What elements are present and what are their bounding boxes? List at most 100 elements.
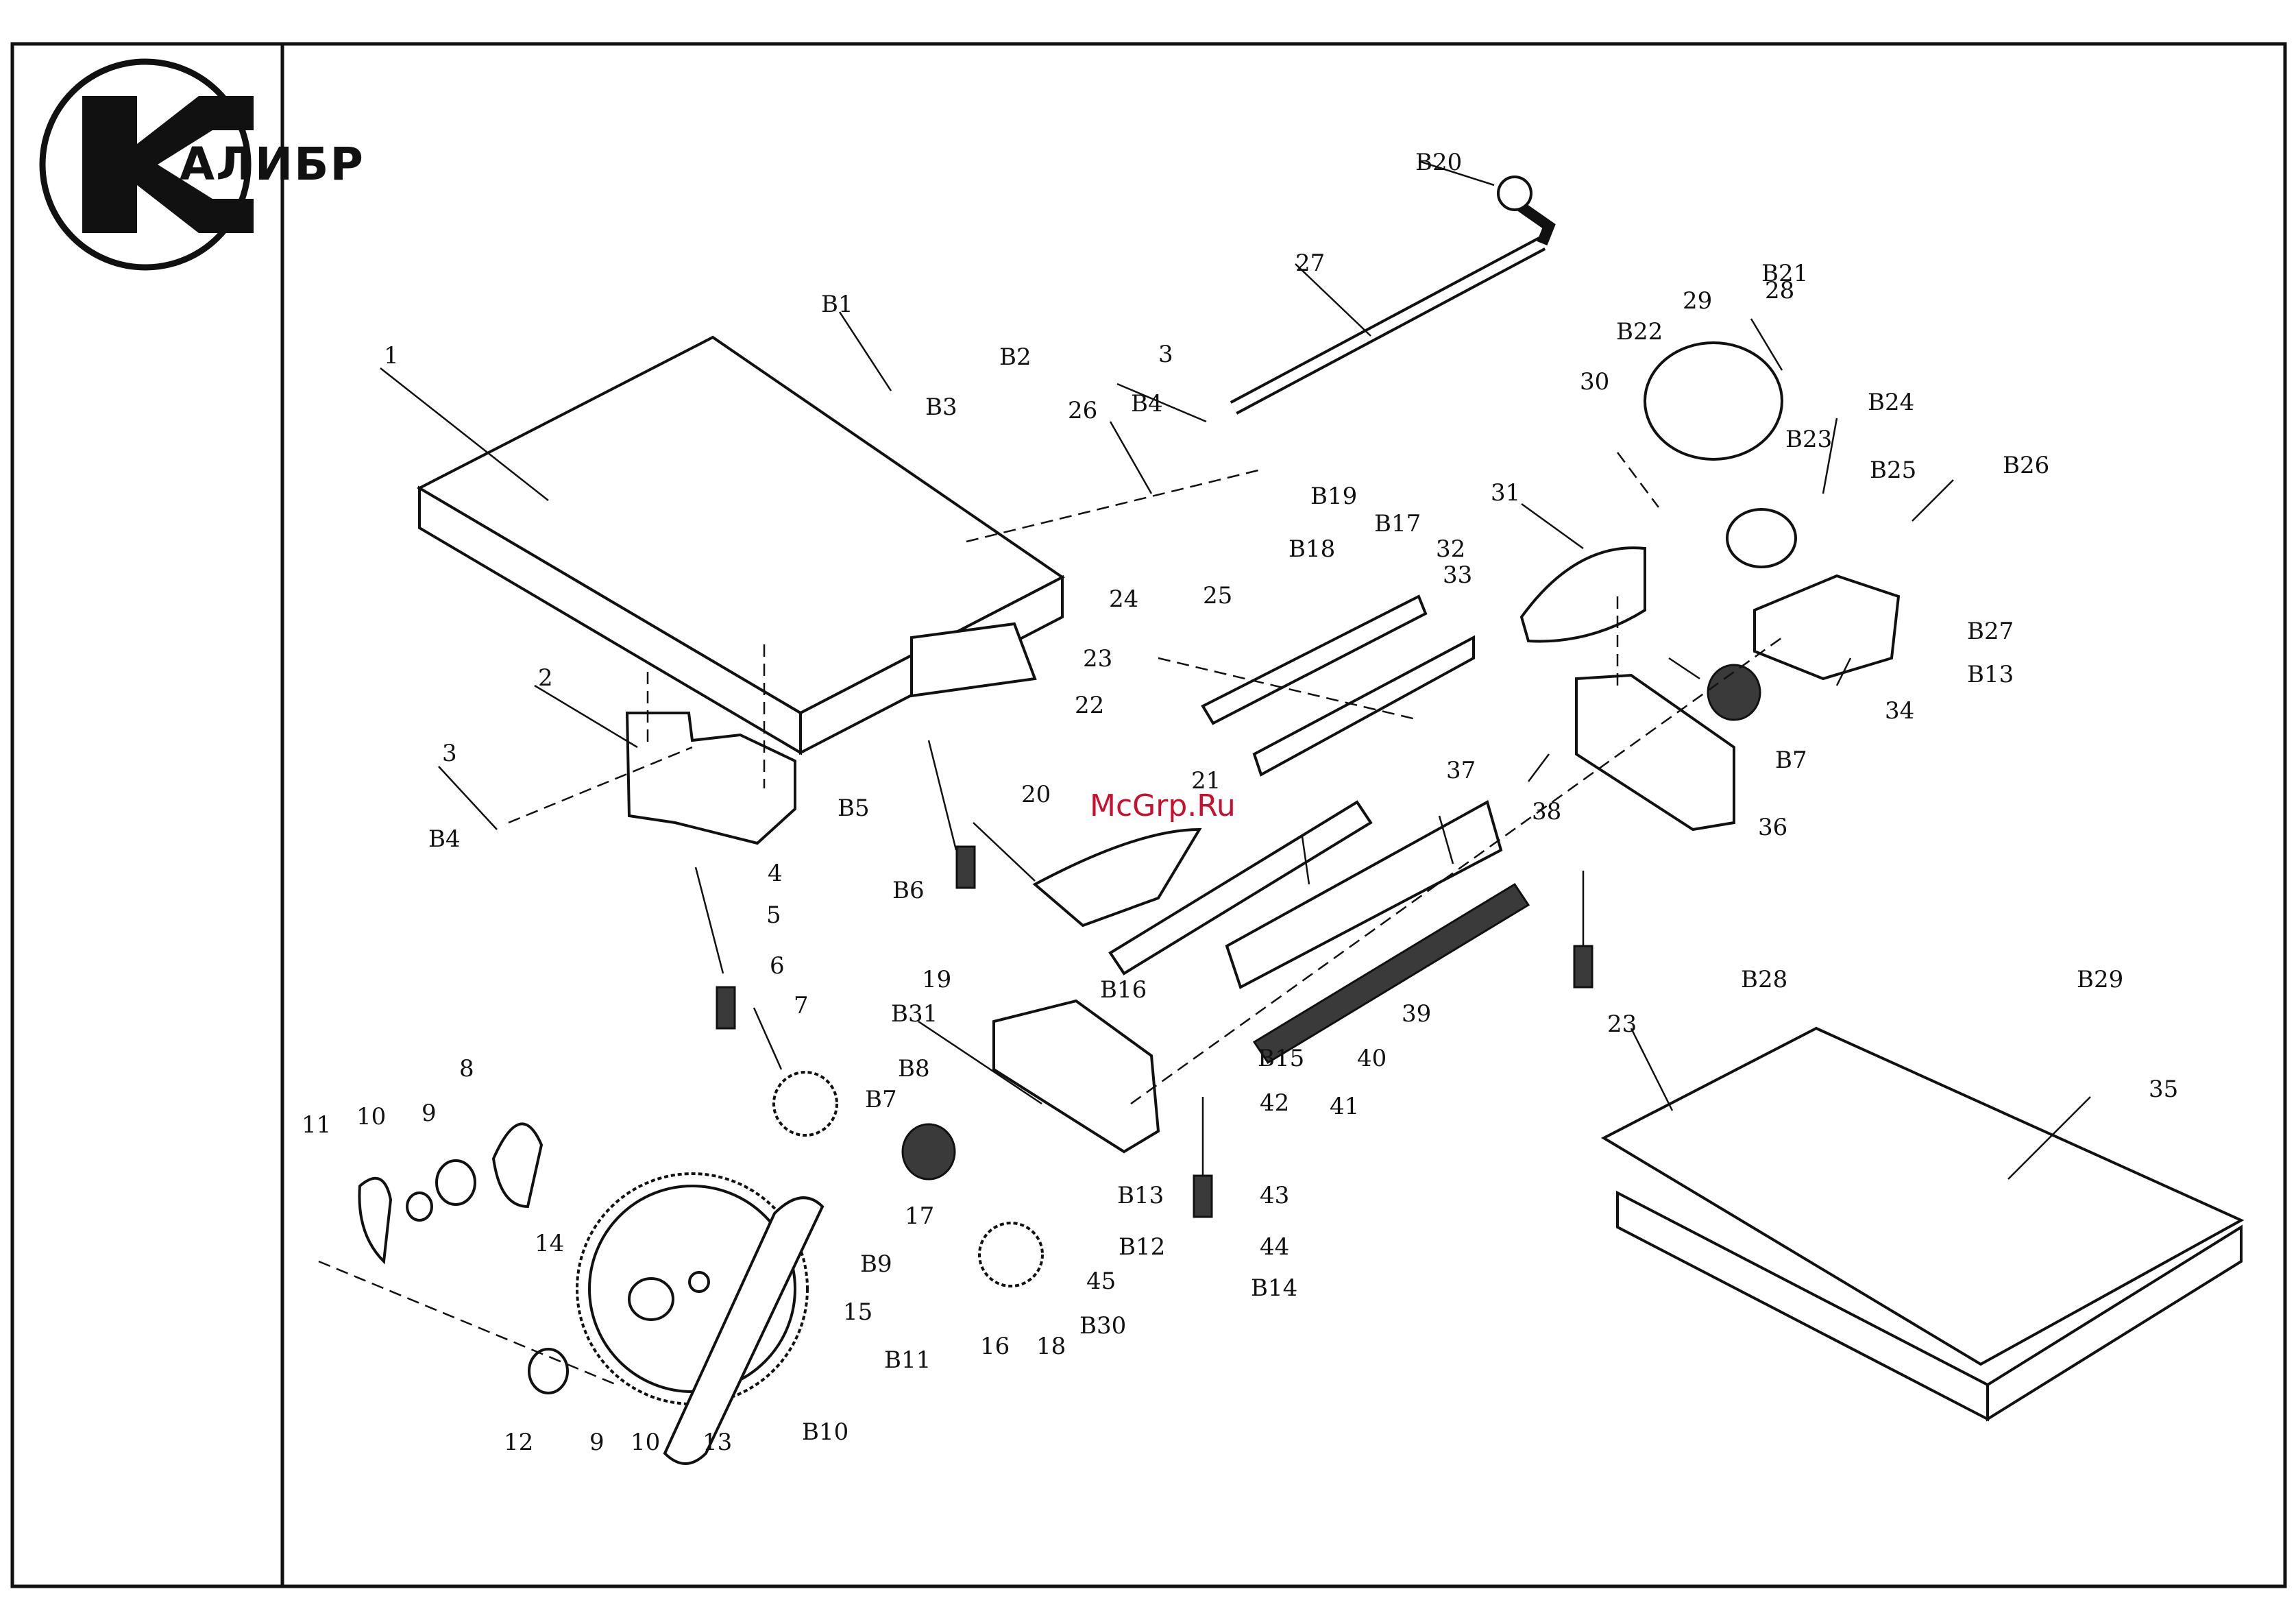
part-table-top — [419, 337, 1062, 753]
label-38: 38 — [1532, 798, 1561, 825]
part-support-bracket — [912, 624, 1035, 696]
label-22: 22 — [1075, 692, 1104, 719]
label-29: 29 — [1683, 287, 1712, 315]
part-washer-10 — [407, 1193, 432, 1220]
label-3b: 3 — [1158, 341, 1173, 368]
label-B13b: B13 — [1967, 661, 2014, 688]
label-11: 11 — [302, 1111, 331, 1139]
label-16: 16 — [980, 1333, 1010, 1360]
label-B6: B6 — [892, 877, 925, 904]
part-bearing-right — [1708, 665, 1760, 720]
label-26: 26 — [1068, 397, 1097, 424]
label-7: 7 — [794, 992, 809, 1019]
label-B12: B12 — [1119, 1233, 1165, 1261]
brand-logo: АЛИБР — [42, 62, 365, 267]
part-sprocket-upper — [774, 1072, 837, 1135]
part-cutter-bar — [1227, 802, 1501, 987]
label-B17: B17 — [1374, 510, 1421, 537]
part-motor-mount — [1755, 576, 1898, 679]
label-B1: B1 — [821, 291, 853, 318]
label-B31: B31 — [891, 1000, 938, 1028]
part-disc-small — [1645, 343, 1782, 459]
label-31: 31 — [1491, 479, 1520, 507]
label-39: 39 — [1402, 1000, 1431, 1028]
label-B10: B10 — [802, 1418, 848, 1446]
label-B23: B23 — [1785, 426, 1832, 453]
label-43: 43 — [1260, 1182, 1289, 1209]
label-23a: 23 — [1083, 645, 1112, 673]
brand-name: АЛИБР — [180, 138, 365, 191]
part-guard-plate — [1522, 548, 1645, 641]
label-14: 14 — [535, 1230, 564, 1257]
label-33: 33 — [1443, 561, 1472, 589]
label-2: 2 — [538, 664, 553, 692]
label-25: 25 — [1203, 582, 1232, 609]
label-10a: 10 — [356, 1103, 386, 1130]
label-B18: B18 — [1289, 535, 1335, 563]
part-washer-9-lower — [529, 1349, 567, 1393]
part-spring-b6 — [957, 847, 975, 888]
assembly-line-2 — [966, 470, 1261, 542]
label-B26: B26 — [2003, 452, 2049, 479]
assembly-line-4 — [1617, 452, 1659, 507]
part-sprocket-lower — [979, 1223, 1042, 1286]
label-B25: B25 — [1870, 457, 1916, 484]
label-8: 8 — [459, 1055, 474, 1082]
label-12: 12 — [504, 1429, 533, 1456]
part-chuck — [1727, 509, 1796, 567]
label-B28: B28 — [1741, 966, 1787, 993]
label-37: 37 — [1446, 757, 1476, 784]
label-B8: B8 — [898, 1055, 930, 1082]
label-42: 42 — [1260, 1089, 1289, 1117]
label-B2: B2 — [999, 343, 1031, 371]
part-wing-nut-11 — [359, 1178, 391, 1261]
label-35: 35 — [2149, 1076, 2178, 1103]
label-3a: 3 — [442, 740, 457, 767]
part-washer-9-upper — [437, 1161, 475, 1205]
part-post-5 — [696, 867, 723, 973]
label-30: 30 — [1580, 368, 1609, 396]
label-B3: B3 — [925, 394, 957, 421]
label-24: 24 — [1109, 585, 1138, 613]
label-17: 17 — [905, 1202, 934, 1230]
label-B4a: B4 — [428, 825, 461, 853]
label-B14: B14 — [1251, 1274, 1297, 1302]
part-spring-right — [1574, 946, 1592, 987]
label-B13a: B13 — [1117, 1182, 1164, 1209]
label-40: 40 — [1357, 1045, 1387, 1072]
label-36: 36 — [1758, 814, 1787, 841]
label-B7a: B7 — [1775, 747, 1807, 774]
label-23b: 23 — [1607, 1010, 1637, 1038]
part-wing-nut-8 — [493, 1124, 541, 1207]
label-B21: B21 — [1761, 260, 1808, 287]
label-B30: B30 — [1079, 1312, 1126, 1340]
label-5: 5 — [766, 901, 781, 929]
label-9a: 9 — [422, 1100, 437, 1127]
label-20: 20 — [1021, 781, 1051, 808]
label-9b: 9 — [589, 1429, 604, 1456]
label-19: 19 — [922, 966, 951, 993]
label-4: 4 — [768, 860, 783, 887]
label-B20: B20 — [1415, 149, 1462, 176]
part-spring-44 — [1194, 1176, 1212, 1217]
label-B5: B5 — [838, 795, 870, 822]
part-bearing-left — [903, 1124, 955, 1179]
label-13: 13 — [703, 1429, 732, 1456]
part-post-b5 — [929, 740, 956, 850]
label-10b: 10 — [631, 1429, 660, 1456]
part-deflector-fin — [1035, 830, 1199, 925]
label-B22: B22 — [1616, 318, 1663, 346]
label-6: 6 — [770, 952, 785, 980]
label-45: 45 — [1086, 1268, 1116, 1295]
label-B7b: B7 — [865, 1086, 897, 1113]
label-27: 27 — [1295, 250, 1325, 277]
label-32: 32 — [1436, 535, 1465, 563]
label-B15: B15 — [1258, 1045, 1304, 1072]
part-end-block — [994, 1001, 1158, 1152]
assembly-line-5 — [319, 1261, 617, 1385]
label-B24: B24 — [1868, 389, 1914, 416]
label-B19: B19 — [1310, 483, 1357, 510]
label-1: 1 — [384, 342, 399, 370]
label-B16: B16 — [1100, 976, 1147, 1004]
